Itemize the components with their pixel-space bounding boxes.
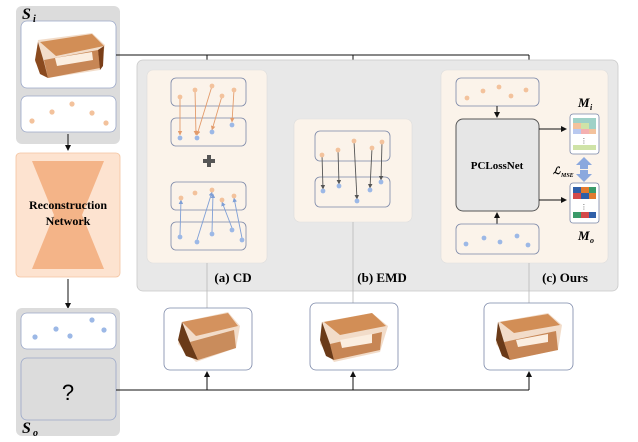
matrix-m-i: ⋮ [569,113,600,155]
m-i-label: M [577,95,590,110]
pclossnet-label: PCLossNet [471,160,524,172]
matrix-m-i-ellipsis: ⋮ [581,137,588,145]
plus-icon [203,155,215,167]
input-set-panel: S i [16,6,120,144]
input-set-label: S [22,6,31,23]
reconstruction-label-line1: Reconstruction [29,198,107,212]
reconstruction-label-line2: Network [46,214,91,228]
panel-connectors [206,222,530,308]
input-points [29,101,109,126]
emd-label: (b) EMD [357,270,406,285]
double-arrow-icon [576,157,592,182]
output-set-panel: ? S o [16,308,120,439]
unknown-output-mark: ? [62,380,74,405]
output-broadcast-lines [116,371,532,391]
ours-label: (c) Ours [542,270,588,285]
cd-label: (a) CD [214,270,251,285]
reconstruction-image-ours [483,302,574,371]
m-o-label: M [577,228,590,243]
cd-top-pairs [177,85,235,136]
emd-panel [293,118,413,223]
mse-loss-subscript: MSE [560,173,574,179]
cd-panel [146,69,268,264]
ours-panel: PCLossNet ⋮ M i ℒ MSE [440,69,609,264]
output-set-subscript: o [33,428,38,439]
reconstruction-image-emd [309,302,399,371]
m-o-subscript: o [590,236,594,245]
matrix-m-o: ⋮ [569,182,600,224]
matrix-m-o-ellipsis: ⋮ [581,203,588,211]
mse-loss-label: ℒ [553,166,561,177]
reconstruction-image-cd [163,307,253,371]
output-points [32,317,107,340]
input-set-subscript: i [33,14,36,25]
reconstruction-network: Reconstruction Network [15,152,121,278]
cd-bottom-pairs [178,191,243,241]
m-i-subscript: i [590,103,593,112]
input-point-cloud-image [35,33,105,78]
output-set-label: S [22,420,31,437]
emd-pairs [320,140,384,200]
